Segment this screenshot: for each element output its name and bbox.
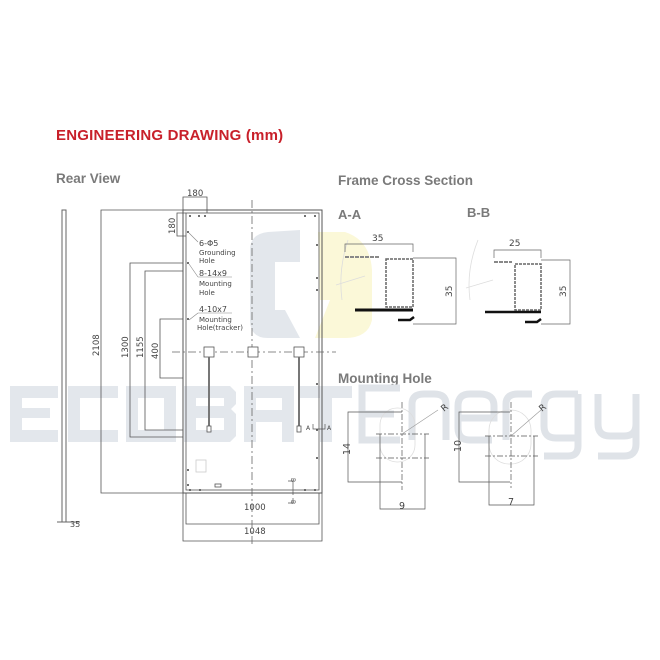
dim-aa-width: 35 (372, 234, 383, 244)
dim-inner-width: 1000 (244, 503, 266, 513)
section-marker-b-top: B (289, 478, 296, 482)
dim-1300: 1300 (121, 336, 131, 358)
callout-tracker-line1: Mounting (199, 316, 232, 324)
dim-400: 400 (151, 343, 161, 359)
rear-view-heading: Rear View (56, 171, 121, 186)
dim-top-corner-height: 180 (168, 218, 178, 234)
callout-grounding-line2: Hole (199, 257, 215, 265)
dim-aa-height: 35 (445, 286, 455, 297)
frame-holes (187, 215, 318, 491)
watermark-ecobat (10, 386, 352, 442)
mounting-hole-heading: Mounting Hole (338, 371, 432, 386)
drawing-title: ENGINEERING DRAWING (mm) (56, 127, 284, 144)
callout-leaders (188, 232, 232, 321)
section-marker-a-right: A (327, 425, 332, 432)
mounting-hole-14x9-drawing (347, 402, 439, 510)
callout-tracker-line2: Hole(tracker) (197, 324, 243, 332)
hole2-radius-label: R (538, 403, 549, 415)
section-marker-a-left: A (306, 425, 311, 432)
hole1-radius-label: R (440, 403, 451, 415)
mounting-hole-10x7-drawing (458, 402, 542, 506)
connectors (195, 425, 302, 488)
dim-hole2-width: 7 (508, 497, 514, 508)
dim-overall-height: 2108 (92, 334, 102, 356)
dim-overall-width: 1048 (244, 527, 266, 537)
callout-mounting-spec: 8-14x9 (199, 269, 227, 278)
cables (208, 357, 300, 428)
dim-hole2-height: 10 (453, 440, 464, 452)
callout-mounting-line1: Mounting (199, 280, 232, 288)
section-marker-b-bottom: B (289, 500, 296, 504)
section-bb-drawing (465, 239, 571, 325)
frame-cross-section-heading: Frame Cross Section (338, 173, 474, 188)
dim-top-corner-width: 180 (187, 189, 203, 199)
dim-bb-height: 35 (559, 286, 569, 297)
callout-tracker-spec: 4-10x7 (199, 305, 227, 314)
callout-mounting-line2: Hole (199, 289, 215, 297)
side-profile (57, 209, 80, 523)
watermark-logo-icon (250, 230, 372, 338)
section-aa-label: A-A (338, 207, 362, 222)
section-bb-label: B-B (467, 205, 491, 220)
section-aa-drawing (335, 239, 457, 325)
watermark-energy (358, 384, 640, 460)
dim-bb-width: 25 (509, 239, 520, 249)
dim-hole1-width: 9 (399, 501, 405, 512)
corner-dims (176, 196, 208, 237)
dim-hole1-height: 14 (342, 443, 353, 455)
panel-outline (182, 209, 323, 542)
section-marker-lines (288, 424, 326, 504)
dim-1155: 1155 (136, 336, 146, 358)
callout-grounding-spec: 6-Φ5 (199, 239, 218, 248)
dim-frame-depth: 35 (70, 520, 80, 529)
callout-grounding-line1: Grounding (199, 249, 236, 257)
dim-lines-height (100, 209, 183, 494)
